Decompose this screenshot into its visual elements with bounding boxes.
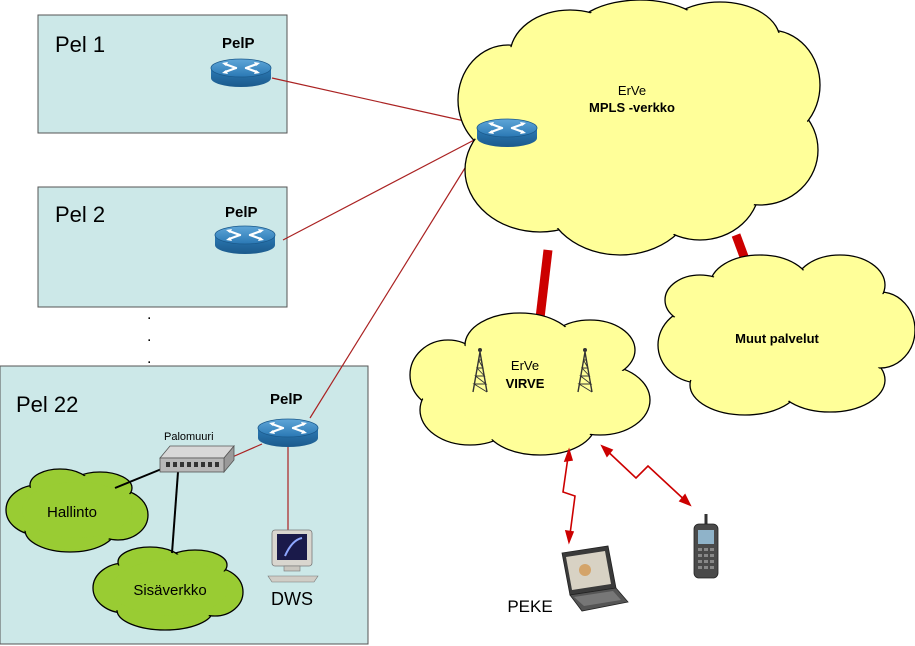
link-pel22-mpls [309, 146, 479, 419]
workstation-icon [267, 529, 319, 583]
mpls-cloud [457, 0, 821, 256]
peke-label: PEKE [507, 597, 552, 616]
firewall-icon [159, 444, 235, 474]
router-label-pel-1: PelP [222, 35, 255, 52]
ellipsis-dot: . [147, 306, 151, 323]
mpls-cloud-label-line2: MPLS -verkko [589, 100, 675, 115]
site-title-pel-1: Pel 1 [55, 32, 105, 57]
trunk-mpls-virve [535, 249, 553, 319]
site-title-pel-2: Pel 2 [55, 202, 105, 227]
hallinto-cloud [5, 468, 149, 553]
link-pel2-mpls [282, 137, 479, 241]
link-firewall-sisaverkko [171, 471, 179, 554]
dws-label: DWS [271, 589, 313, 609]
laptop-icon [561, 545, 629, 612]
router-icon-pel-22 [256, 417, 320, 449]
handset-icon [693, 514, 719, 579]
site-title-pel-22: Pel 22 [16, 392, 78, 417]
hallinto-label: Hallinto [47, 504, 97, 521]
link-pel1-mpls [271, 77, 479, 125]
virve-cloud [409, 312, 651, 456]
radio-link-peke [562, 447, 576, 545]
ellipsis-dot: . [147, 350, 151, 367]
virve-cloud-label-line1: ErVe [511, 358, 539, 373]
muut-palvelut-label: Muut palvelut [735, 331, 819, 346]
router-label-pel-22: PelP [270, 391, 303, 408]
link-firewall-router [229, 443, 263, 459]
router-icon-mpls [475, 117, 539, 149]
router-icon-pel-2 [213, 224, 277, 256]
mpls-cloud-label-line1: ErVe [618, 83, 646, 98]
firewall-label: Palomuuri [164, 431, 214, 443]
link-firewall-hallinto [114, 467, 165, 489]
sisaverkko-cloud [92, 546, 244, 631]
muut-palvelut-cloud [657, 254, 915, 416]
virve-cloud-label-line2: VIRVE [506, 376, 545, 391]
router-label-pel-2: PelP [225, 204, 258, 221]
radio-link-handset [600, 444, 692, 507]
ellipsis-dot: . [147, 328, 151, 345]
router-icon-pel-1 [209, 57, 273, 89]
sisaverkko-label: Sisäverkko [133, 582, 206, 599]
